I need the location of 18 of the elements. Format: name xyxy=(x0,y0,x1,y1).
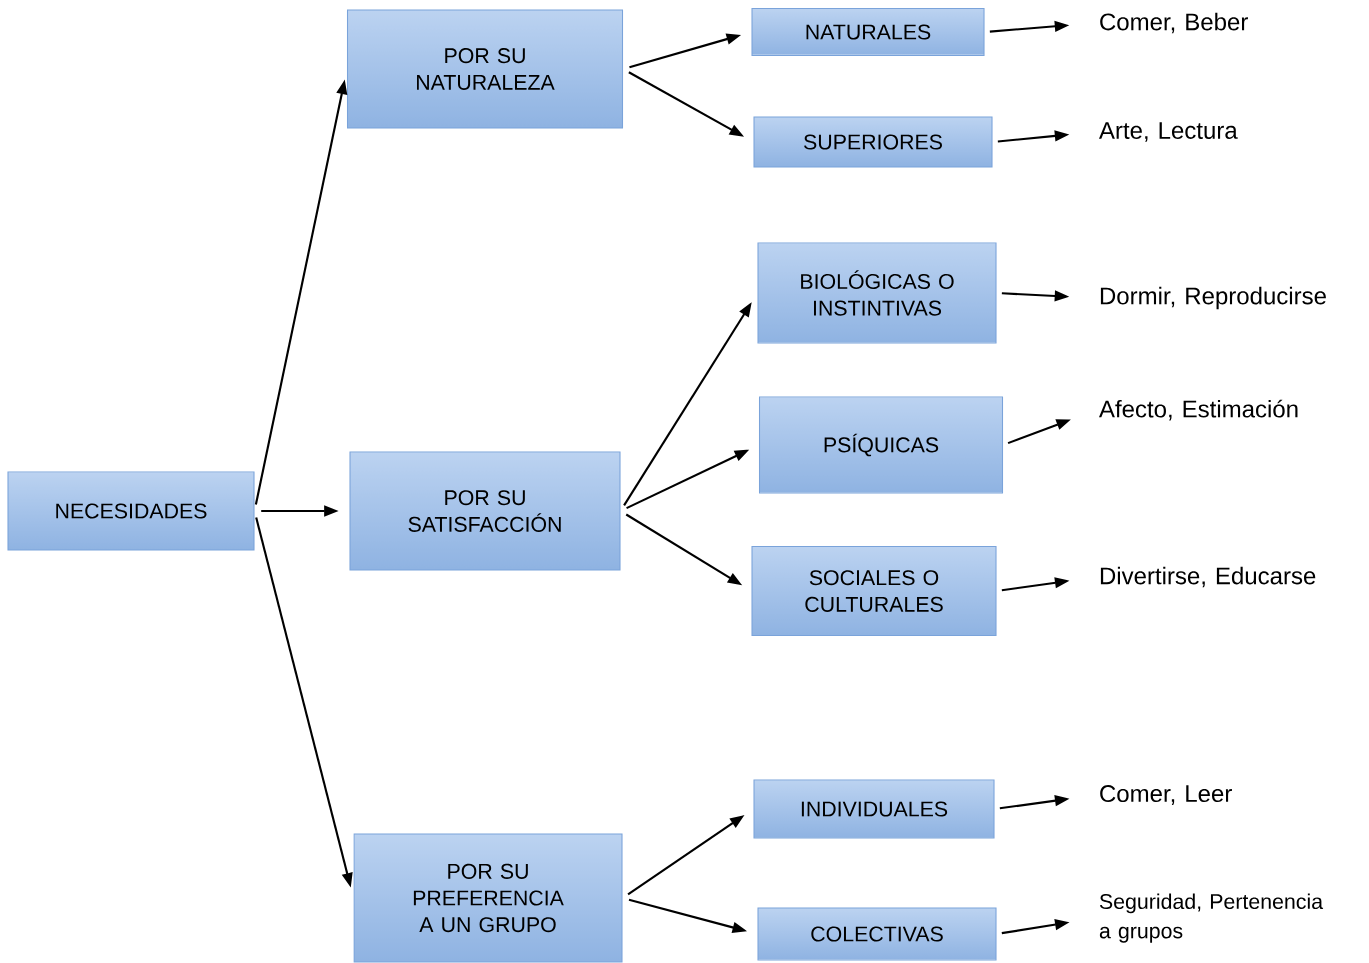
category-box: POR SU NATURALEZA xyxy=(346,9,624,129)
category-box: SUPERIORES xyxy=(753,116,993,168)
example-text: Arte, Lectura xyxy=(1099,122,1238,142)
category-box: BIOLÓGICAS O INSTINTIVAS xyxy=(757,242,997,344)
category-box: INDIVIDUALES xyxy=(753,779,995,839)
example-text: Comer, Leer xyxy=(1100,785,1232,805)
example-text: Dormir, Reproducirse xyxy=(1100,286,1326,310)
category-box: COLECTIVAS xyxy=(757,907,997,961)
category-box: SOCIALES O CULTURALES xyxy=(751,545,997,637)
category-box: NATURALES xyxy=(751,7,985,57)
example-text: Seguridad, Pertenencia a grupos xyxy=(1099,893,1324,943)
category-box: POR SU SATISFACCIÓN xyxy=(349,451,621,571)
category-box: PSÍQUICAS xyxy=(758,396,1004,494)
example-text: Afecto, Estimación xyxy=(1099,399,1298,421)
example-text: Divertirse, Educarse xyxy=(1100,566,1316,588)
example-text: Comer, Beber xyxy=(1100,12,1248,34)
category-box: NECESIDADES xyxy=(7,471,255,551)
category-box: POR SU PREFERENCIA A UN GRUPO xyxy=(353,833,623,963)
